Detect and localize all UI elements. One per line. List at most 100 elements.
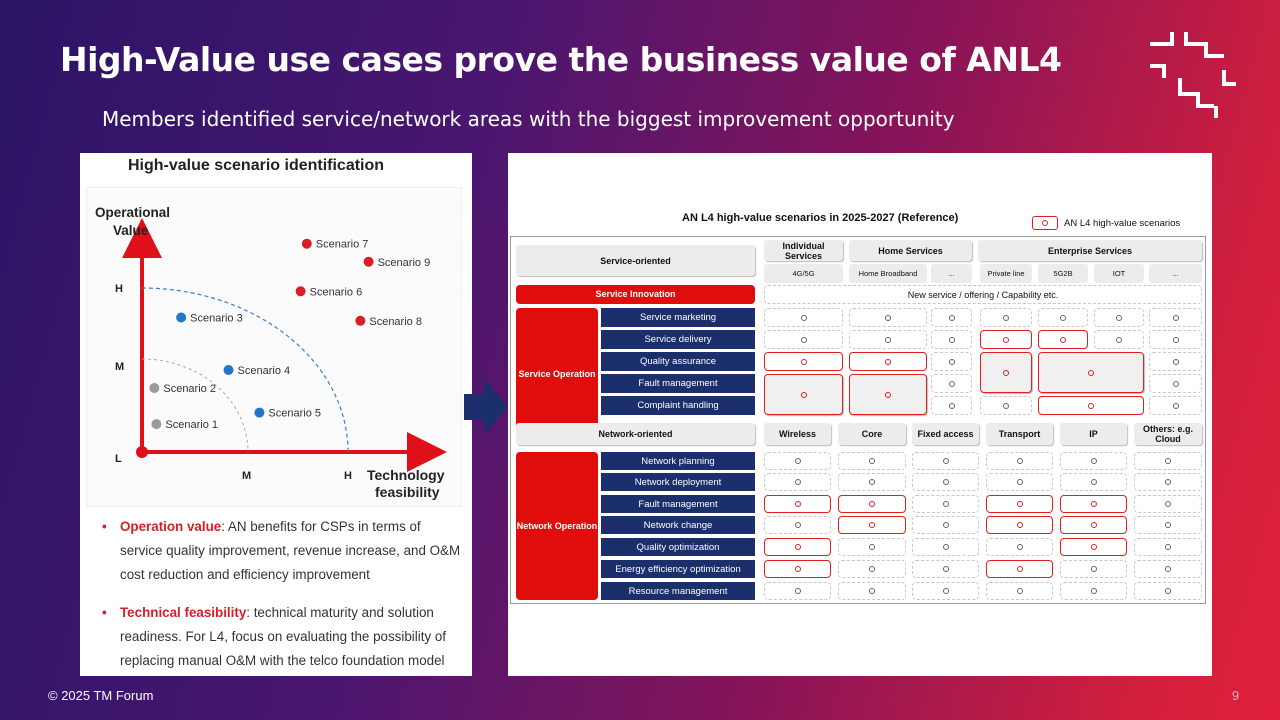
subcategory-label: Private line — [980, 264, 1032, 283]
high-value-arc — [141, 287, 349, 453]
circle-icon — [869, 479, 875, 485]
circle-icon — [1003, 402, 1009, 409]
circle-icon — [794, 501, 801, 507]
scenario-point — [254, 407, 265, 418]
circle-icon — [1165, 588, 1171, 594]
network-category-label: Wireless — [764, 423, 831, 445]
page-number: 9 — [1232, 688, 1240, 703]
scenario-cell — [764, 582, 831, 600]
scenario-point — [151, 419, 162, 430]
scenario-label: Scenario 4 — [238, 365, 291, 377]
x-tick-h: H — [344, 470, 352, 482]
circle-icon — [800, 336, 807, 343]
scenario-cell — [1134, 452, 1202, 470]
scenario-cell — [838, 473, 906, 491]
network-operation-label: Network Operation — [516, 452, 598, 600]
circle-icon — [869, 458, 875, 464]
circle-icon — [1088, 402, 1094, 409]
scenario-cell — [1060, 560, 1127, 578]
service-row-label: Service marketing — [601, 308, 755, 327]
circle-icon — [794, 588, 801, 594]
legend-label: AN L4 high-value scenarios — [1064, 217, 1181, 229]
scenario-cell — [980, 396, 1032, 415]
circle-icon — [942, 566, 949, 572]
scenario-cell — [1094, 330, 1144, 349]
scenario-label: Scenario 3 — [190, 313, 243, 325]
x-tick-m: M — [242, 470, 251, 482]
scenario-cell — [912, 495, 979, 513]
circle-icon — [885, 314, 891, 321]
high-value-cell — [764, 495, 831, 513]
scenario-cell — [912, 538, 979, 556]
scenario-cell — [1134, 516, 1202, 534]
circle-icon — [1172, 380, 1179, 387]
scenario-cell — [1149, 352, 1202, 371]
scenario-cell — [1149, 396, 1202, 415]
circle-icon — [1165, 458, 1171, 464]
scatter-card: Operational Value Technology feasibility… — [86, 187, 462, 507]
scenario-cell — [1094, 308, 1144, 327]
circle-icon — [1016, 501, 1023, 507]
high-value-scenarios-panel: AN L4 high-value scenarios in 2025-2027 … — [508, 153, 1212, 676]
scenario-cell — [931, 396, 972, 415]
bullet-key: Technical feasibility — [120, 605, 247, 620]
circle-icon — [1060, 314, 1066, 321]
bullet-key: Operation value — [120, 519, 222, 534]
panel-title: High-value scenario identification — [128, 157, 385, 174]
legend-swatch-icon — [1032, 216, 1058, 230]
scenario-cell — [931, 308, 972, 327]
circle-icon — [1172, 314, 1179, 321]
right-arrow-icon — [464, 379, 508, 435]
high-value-cell — [1060, 495, 1127, 513]
scenario-label: Scenario 7 — [316, 239, 369, 251]
scenario-point — [176, 312, 187, 323]
circle-icon — [1016, 566, 1023, 572]
service-row-label: Quality assurance — [601, 352, 755, 371]
matrix-title: AN L4 high-value scenarios in 2025-2027 … — [682, 212, 959, 224]
network-category-label: Transport — [986, 423, 1053, 445]
scenario-cell — [986, 452, 1053, 470]
circle-icon — [942, 458, 949, 464]
y-axis-label-2: Value — [113, 223, 149, 238]
scenario-cell — [838, 452, 906, 470]
circle-icon — [1060, 336, 1066, 343]
service-row-label: Service delivery — [601, 330, 755, 349]
circle-icon — [1016, 588, 1023, 594]
scenario-cell — [1134, 582, 1202, 600]
bullet-text: : AN benefits for CSPs in terms of servi… — [120, 519, 461, 582]
circle-icon — [885, 358, 891, 365]
circle-icon — [1003, 369, 1009, 376]
circle-icon — [948, 380, 955, 387]
scenario-cell — [912, 473, 979, 491]
circle-icon — [1003, 314, 1009, 321]
subcategory-label: ... — [931, 264, 972, 283]
circle-icon — [1090, 522, 1097, 528]
circle-icon — [942, 544, 949, 550]
network-category-label: IP — [1060, 423, 1127, 445]
high-value-cell — [1060, 516, 1127, 534]
network-row-label: Fault management — [601, 495, 755, 513]
network-row-label: Energy efficiency optimization — [601, 560, 755, 578]
high-value-cell — [1038, 396, 1144, 415]
scenario-label: Scenario 1 — [165, 419, 218, 431]
service-operation-label: Service Operation — [516, 308, 598, 441]
y-tick-h: H — [115, 283, 123, 295]
subcategory-label: ... — [1149, 264, 1202, 283]
high-value-cell — [764, 352, 843, 371]
high-value-cell — [986, 516, 1053, 534]
scenario-cell — [1060, 473, 1127, 491]
scenario-cell — [986, 473, 1053, 491]
scenario-cell — [912, 582, 979, 600]
high-value-cell — [849, 374, 927, 415]
circle-icon — [948, 402, 955, 409]
scenario-cell — [931, 330, 972, 349]
tm-forum-logo-icon — [1150, 32, 1236, 118]
circle-icon — [1165, 544, 1171, 550]
circle-icon — [794, 566, 801, 572]
high-value-cell — [838, 516, 906, 534]
circle-icon — [794, 479, 801, 485]
circle-icon — [1172, 358, 1179, 365]
circle-icon — [942, 501, 949, 507]
scenario-point — [223, 365, 234, 375]
circle-icon — [869, 544, 875, 550]
